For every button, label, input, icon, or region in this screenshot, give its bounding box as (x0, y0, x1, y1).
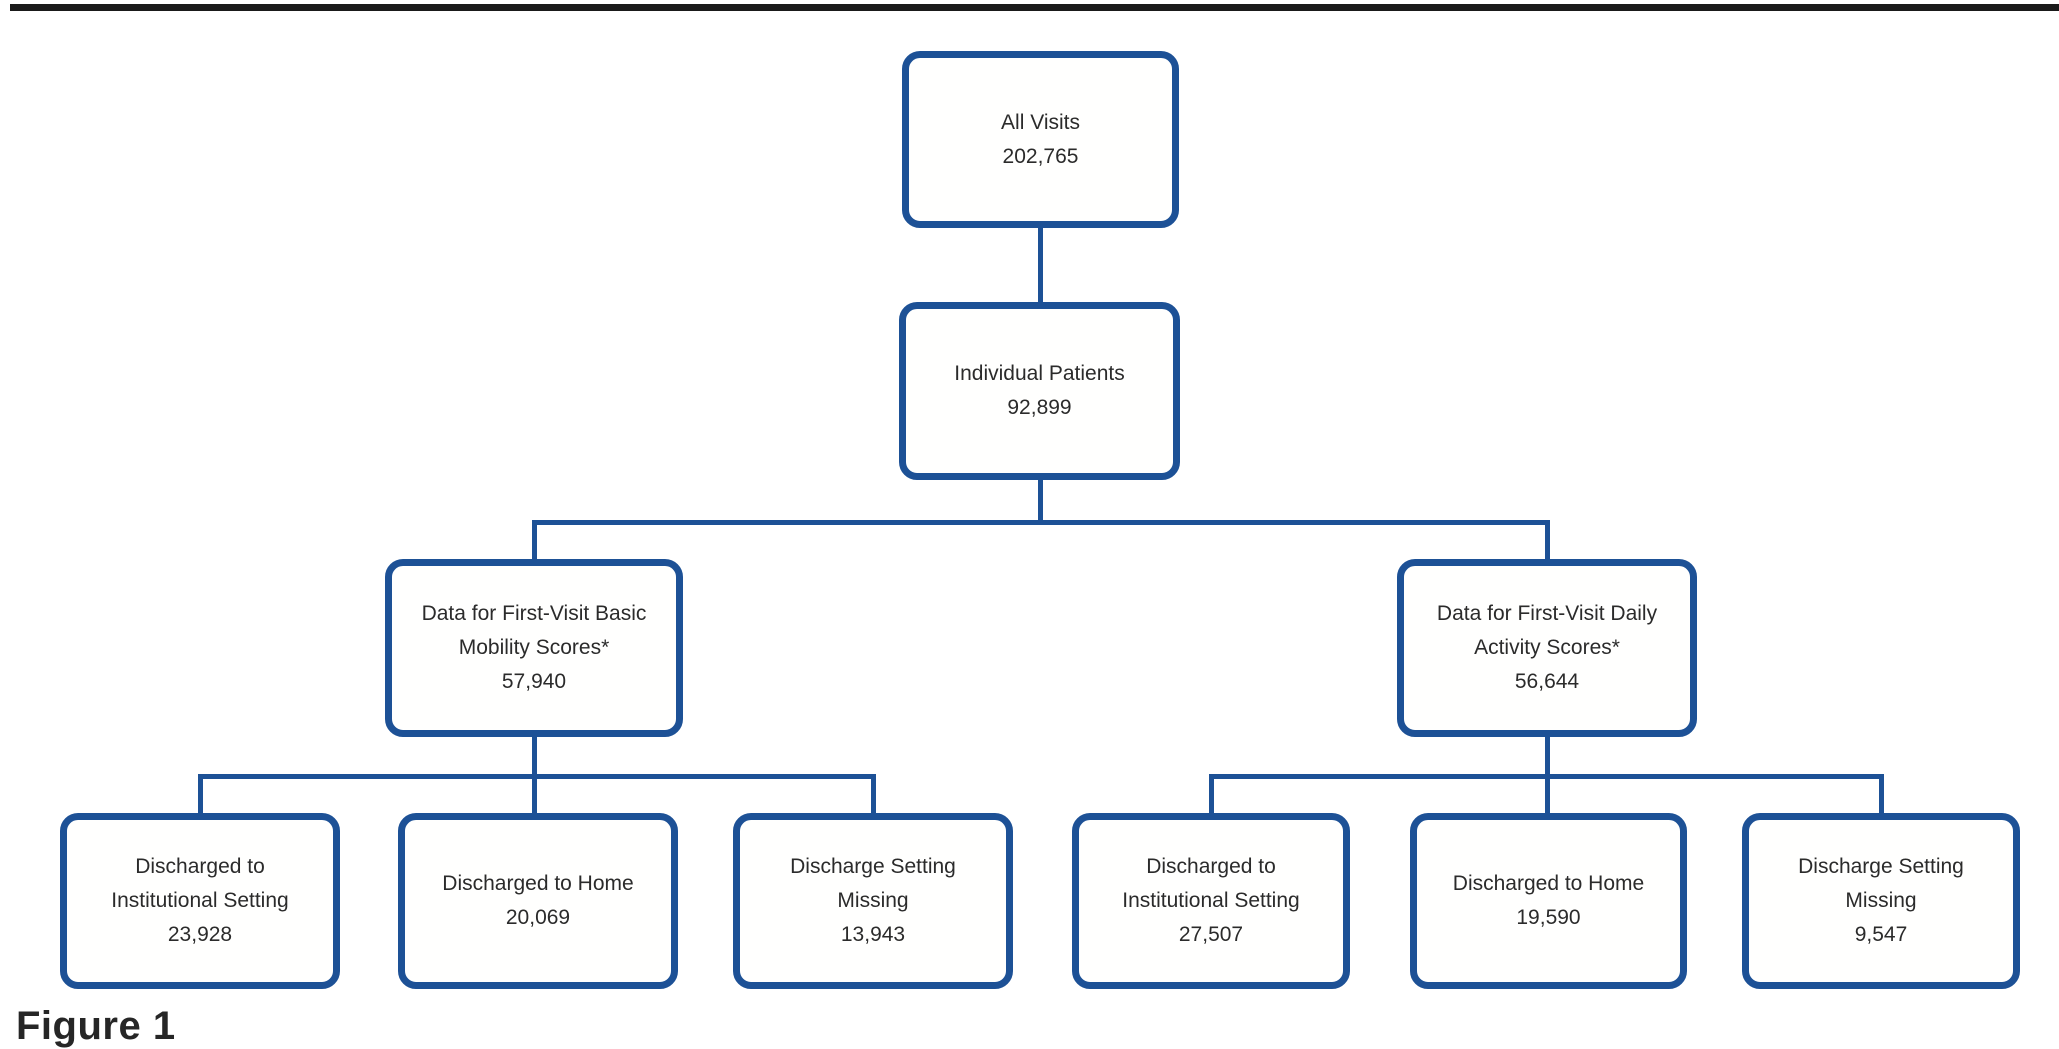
connector-daily-activity-stem (1545, 737, 1550, 779)
flow-node-all-visits: All Visits 202,765 (902, 51, 1179, 228)
node-label: Discharge Setting Missing (1798, 855, 1964, 912)
figure-caption: Figure 1 (16, 1004, 176, 1048)
node-value: 92,899 (1007, 396, 1072, 419)
node-value: 19,590 (1516, 906, 1581, 929)
connector-drop-daily-activity (1545, 520, 1550, 559)
top-divider-rule (10, 4, 2059, 11)
node-value: 56,644 (1514, 670, 1580, 693)
node-value: 27,507 (1178, 923, 1244, 946)
connector-drop-basic-mobility (532, 520, 537, 559)
node-value: 20,069 (505, 906, 571, 929)
connector-drop-bm-missing (871, 774, 876, 813)
node-value: 13,943 (840, 923, 906, 946)
connector-basic-mobility-stem (532, 737, 537, 779)
flow-node-da-discharge-setting-missing: Discharge Setting Missing 9,547 (1742, 813, 2020, 989)
node-label: Discharged to Home (442, 872, 634, 895)
connector-drop-da-home (1545, 774, 1550, 813)
connector-drop-bm-home (532, 774, 537, 813)
node-label: Discharged to Home (1452, 872, 1645, 895)
connector-patients-stem (1038, 480, 1043, 525)
node-label: All Visits (1001, 110, 1080, 134)
node-value: 23,928 (167, 923, 233, 946)
node-value: 9,547 (1854, 923, 1908, 946)
flow-node-bm-discharged-institutional: Discharged to Institutional Setting 23,9… (60, 813, 340, 989)
connector-drop-da-institutional (1209, 774, 1214, 813)
node-label: Data for First-Visit Daily Activity Scor… (1436, 602, 1658, 659)
connector-level2-crossbar (532, 520, 1550, 525)
flow-node-basic-mobility-scores: Data for First-Visit Basic Mobility Scor… (385, 559, 683, 737)
flow-node-da-discharged-home: Discharged to Home 19,590 (1410, 813, 1687, 989)
node-label: Data for First-Visit Basic Mobility Scor… (421, 602, 647, 659)
connector-left-crossbar (198, 774, 876, 779)
flow-node-bm-discharged-home: Discharged to Home 20,069 (398, 813, 678, 989)
flow-node-da-discharged-institutional: Discharged to Institutional Setting 27,5… (1072, 813, 1350, 989)
flow-node-bm-discharge-setting-missing: Discharge Setting Missing 13,943 (733, 813, 1013, 989)
node-label: Discharged to Institutional Setting (1122, 855, 1300, 912)
node-value: 57,940 (501, 670, 567, 693)
node-label: Discharged to Institutional Setting (111, 855, 289, 912)
node-label: Individual Patients (954, 362, 1125, 385)
flow-node-individual-patients: Individual Patients 92,899 (899, 302, 1180, 480)
connector-drop-bm-institutional (198, 774, 203, 813)
node-label: Discharge Setting Missing (790, 855, 956, 912)
node-value: 202,765 (1002, 144, 1079, 168)
flow-node-daily-activity-scores: Data for First-Visit Daily Activity Scor… (1397, 559, 1697, 737)
connector-allvisits-to-patients (1038, 228, 1043, 302)
connector-drop-da-missing (1879, 774, 1884, 813)
